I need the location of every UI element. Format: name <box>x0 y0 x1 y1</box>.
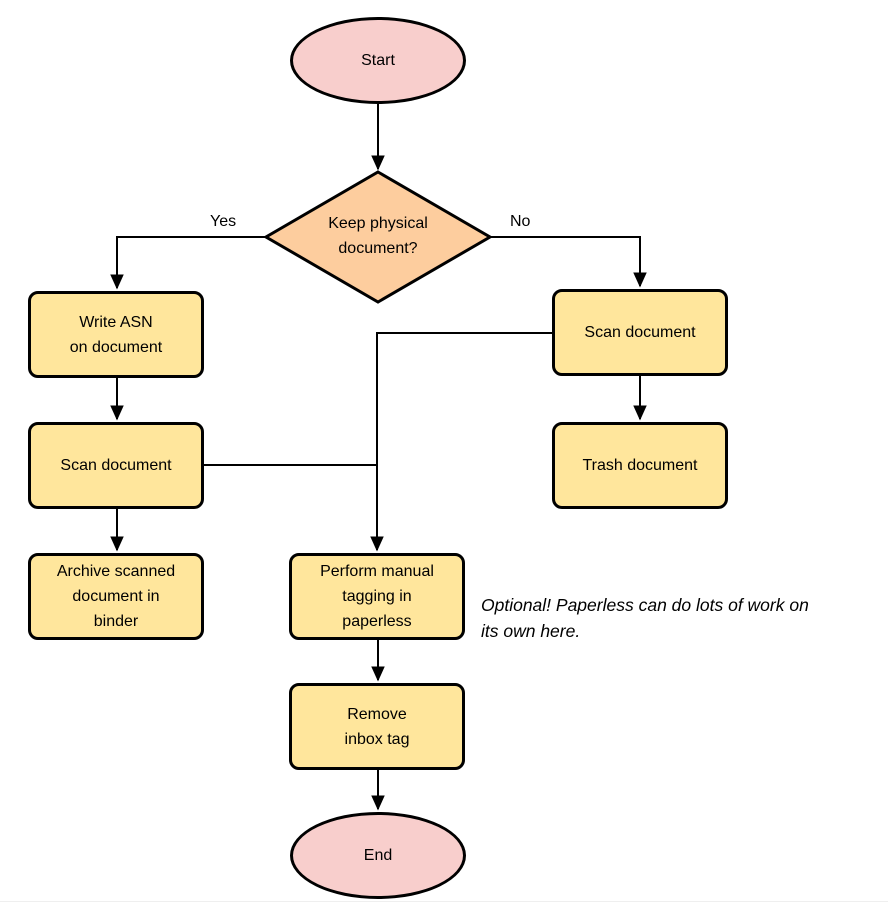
node-scan-document-left: Scan document <box>28 422 204 509</box>
node-write-asn: Write ASN on document <box>28 291 204 378</box>
node-write-asn-label: Write ASN on document <box>69 313 163 356</box>
edge-label-yes: Yes <box>210 213 237 230</box>
node-scan-document-right: Scan document <box>552 289 728 376</box>
edge-decision-scan-right <box>490 236 647 288</box>
node-decision-label: Keep physical document? <box>328 215 428 257</box>
node-manual-tagging: Perform manual tagging in paperless <box>289 553 465 640</box>
node-remove-inbox-tag-label: Remove inbox tag <box>344 705 410 748</box>
node-end-label: End <box>363 847 393 864</box>
node-archive-binder-label: Archive scanned document in binder <box>56 563 176 630</box>
node-scan-document-left-label: Scan document <box>60 457 172 474</box>
page-bottom-border <box>0 901 888 902</box>
node-start-label: Start <box>361 52 395 69</box>
node-trash-document-label: Trash document <box>582 457 698 474</box>
decision-diamond-shape <box>263 170 493 304</box>
edge-decision-write-asn <box>110 236 266 290</box>
node-manual-tagging-label: Perform manual tagging in paperless <box>320 563 434 630</box>
edge-label-no: No <box>510 213 531 230</box>
node-remove-inbox-tag: Remove inbox tag <box>289 683 465 770</box>
optional-note-text: Optional! Paperless can do lots of work … <box>481 595 809 641</box>
node-end: End <box>290 812 466 899</box>
edge-scan-right-tagging <box>370 332 552 552</box>
node-archive-binder: Archive scanned document in binder <box>28 553 204 640</box>
node-start: Start <box>290 17 466 104</box>
node-trash-document: Trash document <box>552 422 728 509</box>
node-scan-document-right-label: Scan document <box>584 324 696 341</box>
